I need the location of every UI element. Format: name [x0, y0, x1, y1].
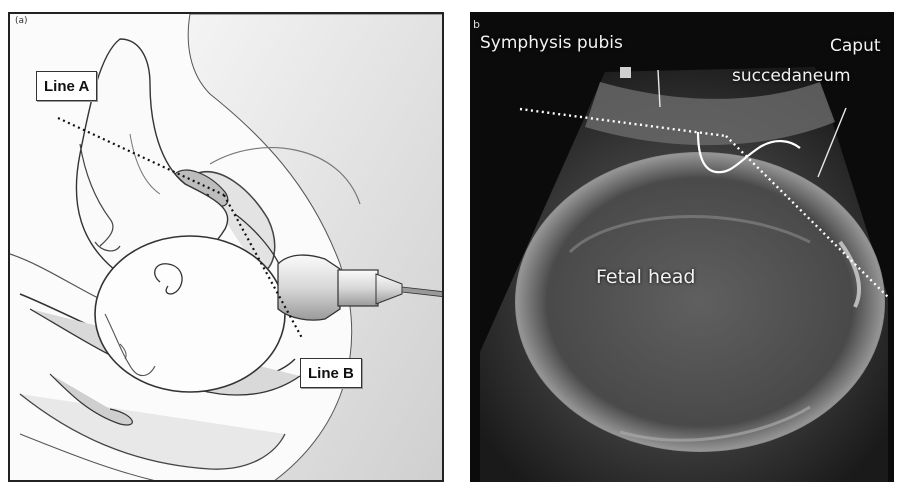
- sacrum: [10, 254, 100, 299]
- illustration-panel: (a) Line A Line B: [8, 12, 444, 482]
- probe-head: [278, 255, 340, 320]
- line-a-label: Line A: [36, 71, 97, 101]
- probe-handle: [338, 270, 378, 306]
- panel-b-letter: b: [473, 18, 480, 31]
- ultrasound-panel: b Symphysis pubis Caput succedaneum Feta…: [470, 12, 894, 482]
- panel-a-letter: (a): [15, 16, 28, 26]
- line-b-label: Line B: [300, 358, 362, 388]
- perineum: [20, 394, 285, 469]
- caput-label-line2: succedaneum: [732, 66, 851, 86]
- symphysis-pubis-label: Symphysis pubis: [480, 33, 623, 53]
- caput-label-line1: Caput: [830, 36, 881, 56]
- probe-marker: [620, 67, 631, 78]
- fetal-head: [95, 236, 285, 392]
- fetal-skull: [515, 152, 885, 452]
- fetal-head-label: Fetal head: [596, 266, 695, 288]
